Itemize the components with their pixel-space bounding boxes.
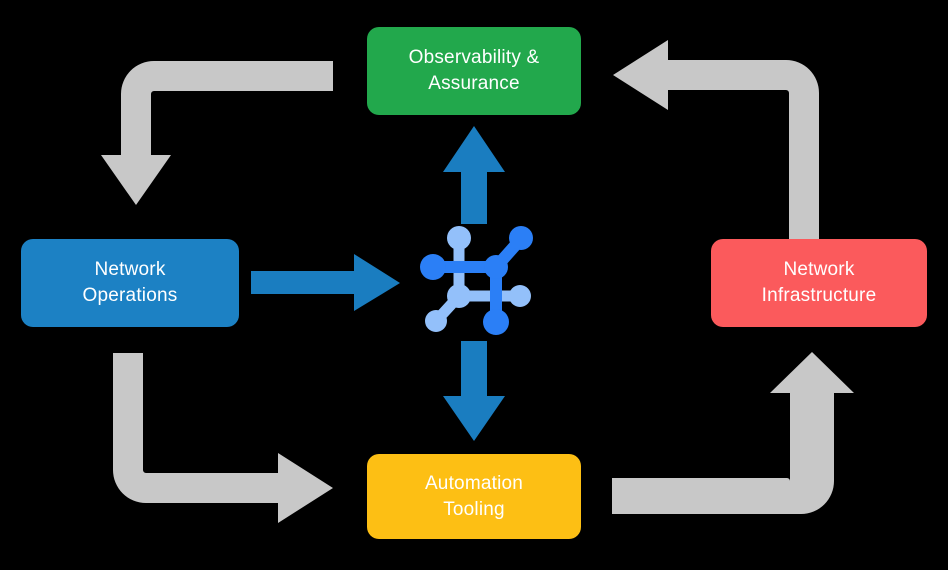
arrow-infrastructure-to-observability [613,40,819,240]
arrow-operations-to-center [251,254,400,311]
box-network-operations[interactable]: Network Operations [21,239,239,327]
arrow-observability-to-operations [101,61,333,205]
network-icon-edges [427,233,527,328]
box-operations-label: Network Operations [82,259,178,306]
arrow-center-to-automation [443,341,505,441]
network-icon-nodes [420,226,533,335]
box-network-infrastructure[interactable]: Network Infrastructure [711,239,927,327]
box-infrastructure-label: Network Infrastructure [761,259,877,306]
arrow-automation-to-infrastructure [612,352,854,514]
box-observability-label: Observability & Assurance [408,47,540,94]
box-automation-tooling[interactable]: Automation Tooling [367,454,581,539]
arrow-operations-to-automation [113,353,333,523]
arrow-center-to-observability [443,126,505,224]
box-observability-assurance[interactable]: Observability & Assurance [367,27,581,115]
box-automation-label: Automation Tooling [424,472,524,520]
